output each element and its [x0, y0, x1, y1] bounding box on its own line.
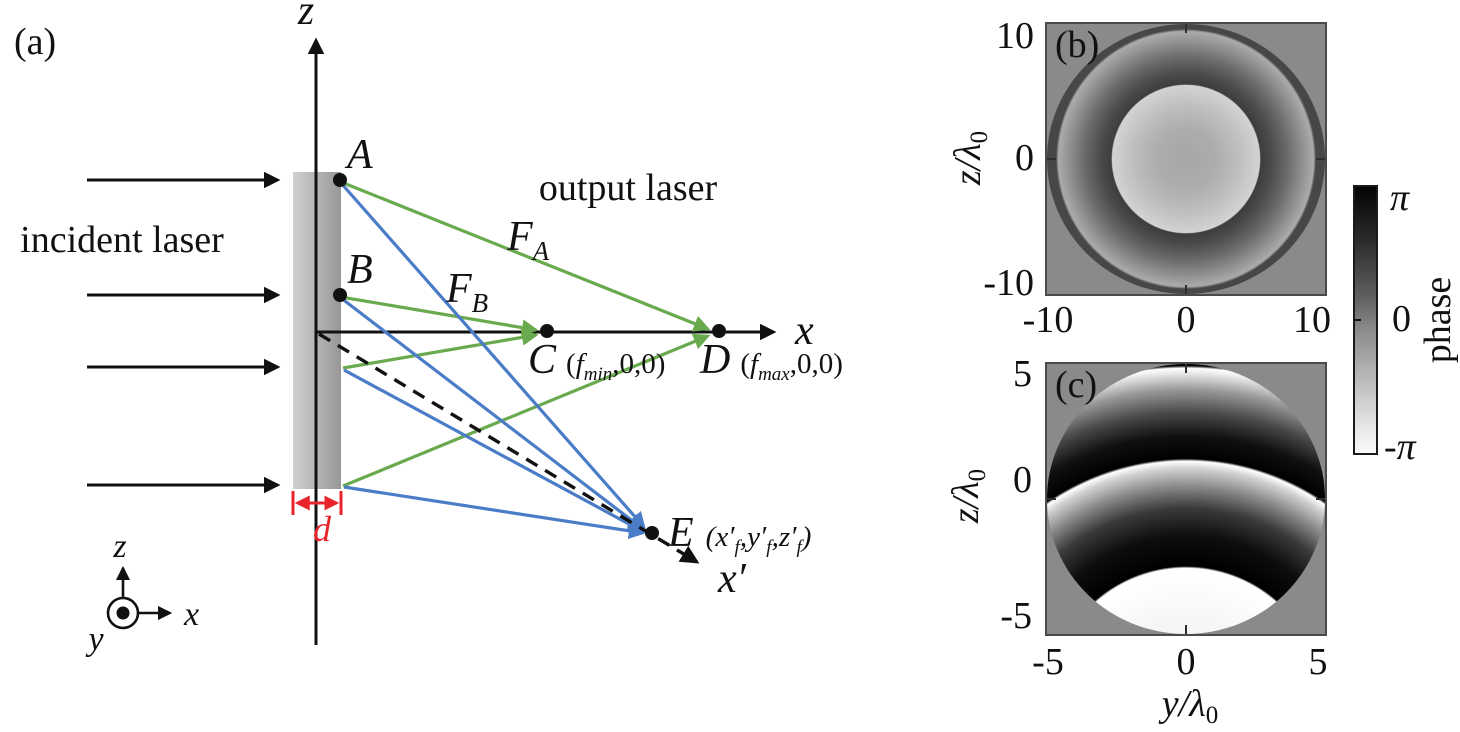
- ray-b-to-e: [340, 296, 645, 531]
- b-ytick-10: 10: [996, 15, 1034, 57]
- c-ylabel: z/λ0: [945, 469, 991, 524]
- point-b-label: B: [347, 247, 373, 293]
- colorbar-title: phase: [1417, 276, 1459, 364]
- colorbar-mid-tick: [1355, 319, 1361, 321]
- phase-colorbar: [1353, 185, 1378, 455]
- c-xtick-0: 0: [1176, 641, 1196, 683]
- point-a-dot: [333, 173, 347, 187]
- b-ytick-0: 0: [1015, 137, 1034, 179]
- triad-z-label: z: [112, 528, 126, 565]
- panel-c-tag: (c): [1055, 364, 1098, 406]
- b-xtick-0: 0: [1176, 299, 1196, 341]
- c-tick-left: [1047, 498, 1056, 500]
- x-prime-axis-dashed: [318, 332, 700, 564]
- ray-amir-to-d: [342, 333, 711, 488]
- ray-a-to-e: [339, 181, 646, 529]
- b-tick-top: [1185, 24, 1187, 33]
- point-a-label: A: [344, 132, 373, 178]
- b-xtick-10: 10: [1293, 299, 1331, 341]
- point-d-dot: [712, 324, 726, 338]
- x-axis-label: x: [794, 308, 814, 354]
- point-e-dot: [645, 526, 659, 540]
- c-xlabel-text: y/λ: [1161, 683, 1206, 725]
- point-c-dot: [540, 324, 554, 338]
- point-b-dot: [333, 288, 347, 302]
- b-tick-bottom: [1185, 285, 1187, 294]
- ray-bmir-to-e: [343, 368, 645, 533]
- b-ylabel-text: z/λ: [947, 143, 989, 186]
- phase-map-c-aperture: [1047, 364, 1325, 634]
- ray-amir-to-e: [343, 485, 646, 540]
- c-xlabel-sub: 0: [1205, 702, 1219, 729]
- ray-fb-label: FB: [445, 266, 488, 318]
- blue-rays: [339, 181, 646, 540]
- c-tick-bottom: [1185, 625, 1187, 634]
- panel-a-diagram: d z x y (a) incident laser output laser …: [14, 0, 843, 658]
- colorbar-tick-zero: 0: [1392, 298, 1411, 340]
- b-tick-left: [1047, 158, 1056, 160]
- incident-arrows: [87, 171, 281, 494]
- coordinate-triad: z x y: [85, 528, 199, 658]
- triad-y-dot: [116, 606, 130, 620]
- c-ylabel-text: z/λ: [945, 481, 987, 524]
- b-tick-right: [1316, 158, 1325, 160]
- panel-b-tag: (b): [1055, 24, 1100, 66]
- point-d-label: D(fmax,0,0): [699, 337, 843, 385]
- c-xtick-m5: -5: [1032, 641, 1064, 683]
- c-ytick-0: 0: [1013, 459, 1032, 501]
- point-e-label: E(x′f,y′f,z′f): [667, 510, 811, 558]
- ray-fa-label: FA: [506, 214, 550, 266]
- colorbar-tick-mpi: -π: [1384, 426, 1416, 468]
- colorbar-tick-pi: π: [1390, 177, 1410, 219]
- c-ytick-5: 5: [1013, 353, 1032, 395]
- x-prime-axis-label: x′: [717, 556, 747, 602]
- b-ytick-m10: -10: [983, 262, 1034, 304]
- b-ylabel-sub: 0: [966, 130, 993, 144]
- c-tick-right: [1316, 498, 1325, 500]
- thickness-dimension: [291, 491, 343, 515]
- point-dots: [333, 173, 726, 540]
- c-xtick-5: 5: [1308, 641, 1328, 683]
- panel-a-tag: (a): [14, 21, 56, 63]
- output-laser-label: output laser: [539, 167, 718, 209]
- incident-laser-label: incident laser: [20, 219, 224, 261]
- ray-bmir-to-c: [342, 329, 539, 370]
- c-ylabel-sub: 0: [964, 468, 991, 482]
- b-ylabel: z/λ0: [947, 131, 993, 186]
- triad-y-label: y: [85, 621, 104, 658]
- c-xlabel: y/λ0: [1161, 683, 1218, 728]
- ray-b-to-c: [340, 295, 539, 336]
- c-tick-top: [1185, 364, 1187, 373]
- phase-map-c: (c): [1045, 362, 1327, 636]
- triad-x-label: x: [183, 596, 199, 633]
- phase-map-b: (b): [1045, 22, 1327, 296]
- point-c-label: C(fmin,0,0): [528, 337, 665, 385]
- c-ytick-m5: -5: [1000, 595, 1032, 637]
- b-xtick-m10: -10: [1022, 299, 1074, 341]
- z-axis-label: z: [297, 0, 314, 34]
- thickness-label: d: [313, 509, 332, 549]
- green-rays: [340, 180, 711, 488]
- phase-map-b-aperture: [1047, 24, 1325, 294]
- ray-a-to-d: [340, 180, 711, 332]
